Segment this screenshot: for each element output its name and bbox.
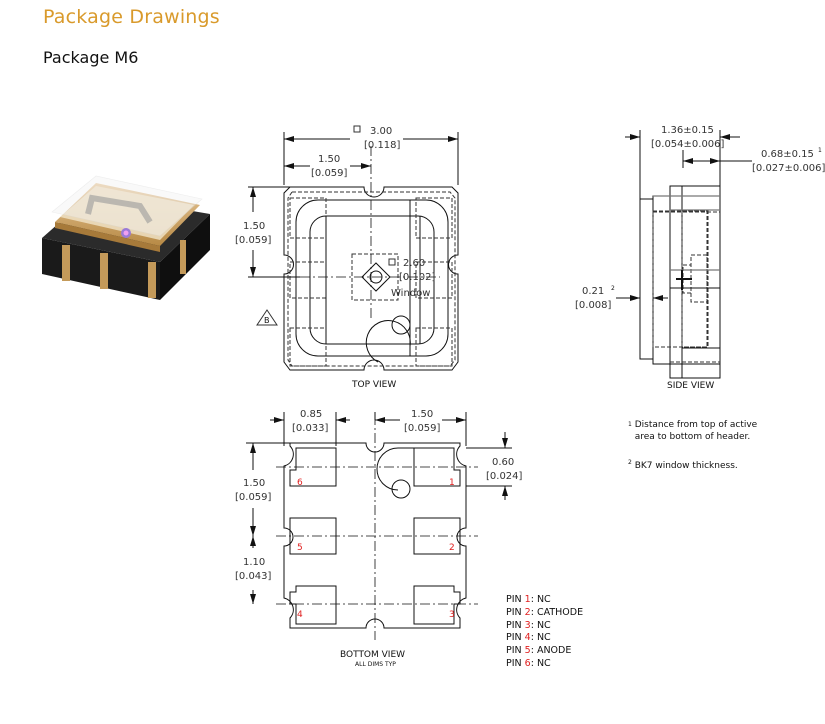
top-view-half-width-dim-in: [0.059] [311,168,348,179]
pad-width-dim: 0.85 [300,409,322,420]
pad-label-4: 4 [297,610,303,620]
pin-assignment-list: PIN 1: NC PIN 2: CATHODE PIN 3: NC PIN 4… [506,594,583,671]
pin-prefix: PIN [506,594,525,605]
pad-pitch-dim-in: [0.043] [235,571,272,582]
pad-label-6: 6 [297,478,303,488]
page-title: Package Drawings [43,6,220,28]
top-view-width-dim: 3.00 [370,126,392,137]
footnote-2: 2 BK7 window thickness. [628,457,775,472]
top-view-width-dim-in: [0.118] [364,140,401,151]
pin-row: PIN 4: NC [506,632,583,645]
bottom-view-label: BOTTOM VIEW [340,650,405,660]
pin-function: : ANODE [530,645,572,657]
square-symbol-icon [353,125,361,133]
top-view-half-width-dim: 1.50 [318,154,340,165]
footnote-1: 1 Distance from top of active area to bo… [628,419,775,443]
footnote-text: Distance from top of active area to bott… [634,420,758,442]
bottom-half-height-dim-in: [0.059] [235,492,272,503]
pin-function: : NC [530,632,551,644]
bottom-half-width-dim-in: [0.059] [404,423,441,434]
side-view-active-dim: 0.68±0.15 [761,149,814,160]
side-view-active-note-ref: 1 [818,147,822,154]
window-size-dim-in: [0.102] [399,272,436,283]
pad-label-3: 3 [449,610,455,620]
pin-row: PIN 1: NC [506,594,583,607]
package-3d-render [42,175,210,300]
pin-function: : NC [530,594,551,605]
window-label: Window [391,288,430,299]
window-size-dim: 2.60 [403,258,425,269]
side-view-drawing [616,130,752,379]
pin-number: 1 [524,594,531,605]
top-view-label: TOP VIEW [351,380,396,390]
bottom-half-height-dim: 1.50 [243,478,265,489]
pin-prefix: PIN [506,632,525,644]
pin-prefix: PIN [506,657,525,669]
side-view-height-dim-in: [0.054±0.006] [651,139,725,150]
pin-number: 5 [524,645,531,657]
pin-row: PIN 2: CATHODE [506,607,583,620]
side-view-window-note-ref: 2 [611,285,615,292]
footnotes: 1 Distance from top of active area to bo… [628,419,775,486]
pad-label-5: 5 [297,543,303,553]
side-view-label: SIDE VIEW [667,381,714,391]
top-view-half-height-dim: 1.50 [243,221,265,232]
footnote-marker: 1 [628,421,632,428]
side-view-active-dim-in: [0.027±0.006] [752,163,825,174]
pin-number: 4 [524,632,531,644]
pin-prefix: PIN [506,619,525,631]
side-view-window-dim-in: [0.008] [575,300,612,311]
bottom-view-sublabel: ALL DIMS TYP [355,661,396,668]
pin-row: PIN 3: NC [506,620,583,633]
square-symbol-icon [388,258,396,266]
pad-height-dim-in: [0.024] [486,471,523,482]
top-view-drawing [248,132,459,371]
pin-function: : CATHODE [530,606,584,618]
bottom-view-drawing [246,412,512,640]
bottom-half-width-dim: 1.50 [411,409,433,420]
pin-row: PIN 5: ANODE [506,645,583,658]
pin-function: : NC [530,657,551,669]
pin-prefix: PIN [506,606,525,618]
top-view-half-height-dim-in: [0.059] [235,235,272,246]
pad-label-2: 2 [449,543,455,553]
pad-height-dim: 0.60 [492,457,514,468]
pad-label-1: 1 [449,478,455,488]
pin-number: 6 [524,657,531,669]
pin-number: 3 [524,619,531,631]
pin-number: 2 [524,606,531,618]
package-name: Package M6 [43,48,139,67]
datum-label: B [264,316,270,325]
pad-6 [289,447,337,487]
footnote-text: BK7 window thickness. [634,461,738,471]
pad-pitch-dim: 1.10 [243,557,265,568]
footnote-marker: 2 [628,459,632,466]
datum-triangle-icon [256,309,278,326]
side-view-height-dim: 1.36±0.15 [661,125,714,136]
side-view-window-dim: 0.21 [582,286,604,297]
pin-prefix: PIN [506,645,525,657]
pad-1 [413,447,461,487]
pad-width-dim-in: [0.033] [292,423,329,434]
pin-function: : NC [530,619,551,631]
pin-row: PIN 6: NC [506,658,583,671]
